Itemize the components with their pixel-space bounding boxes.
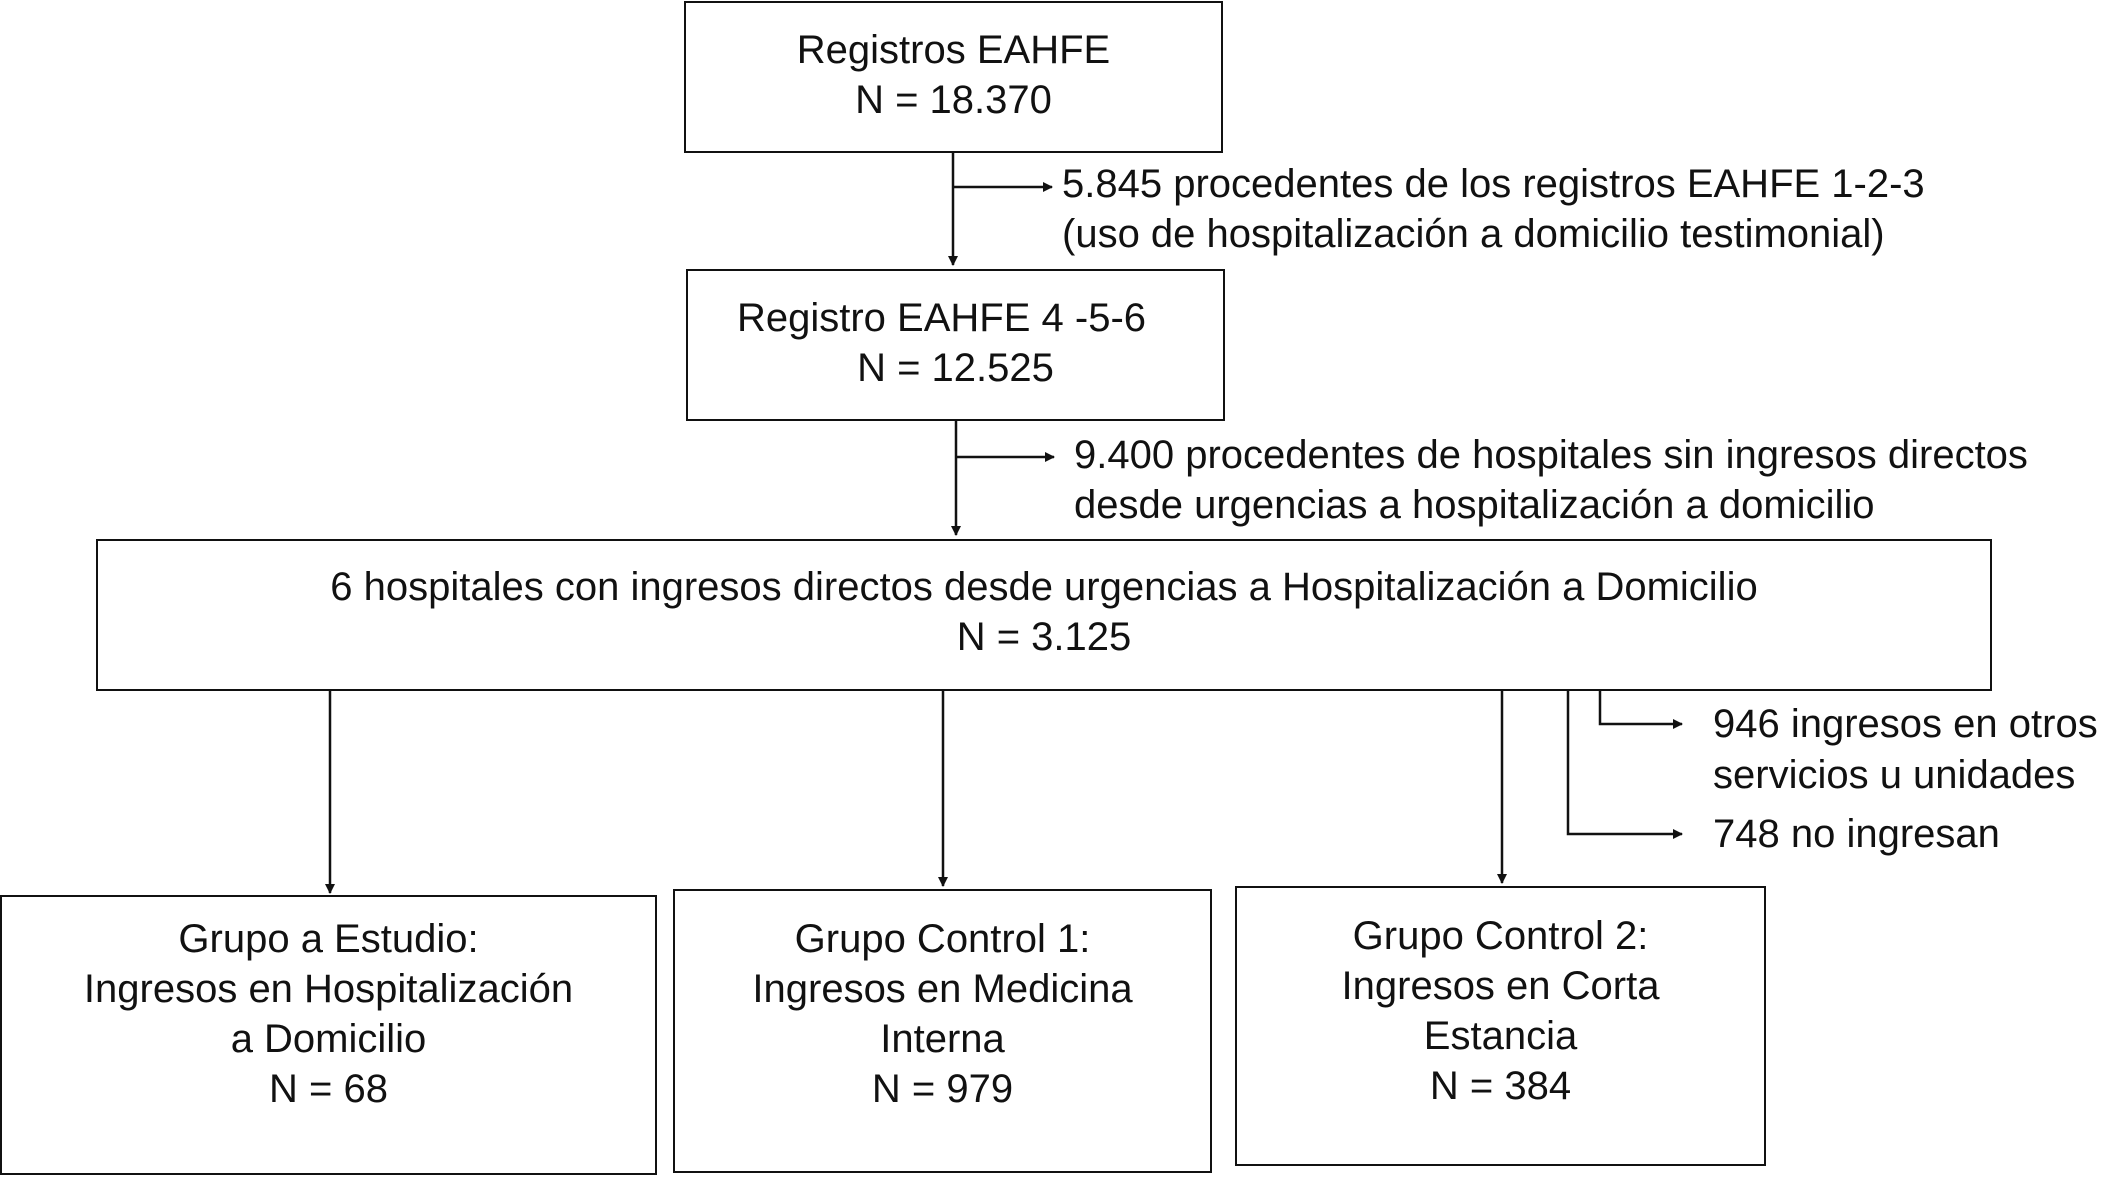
exclusion-note-2-line1: 9.400 procedentes de hospitales sin ingr… bbox=[1074, 433, 2028, 477]
exclusion-note-3-line2: servicios u unidades bbox=[1713, 753, 2076, 797]
grupo-control-2-count: N = 384 bbox=[1429, 1064, 1572, 1108]
arrow-exclusion-3 bbox=[1598, 690, 1683, 729]
grupo-control-1-title: Grupo Control 1: bbox=[794, 917, 1091, 961]
grupo-estudio-line2: Ingresos en Hospitalización bbox=[83, 967, 574, 1011]
grupo-control-2-line2: Ingresos en Corta bbox=[1341, 964, 1660, 1008]
box-registro-eahfe-456-count: N = 12.525 bbox=[857, 346, 1054, 390]
exclusion-note-1: 5.845 procedentes de los registros EAHFE… bbox=[1062, 159, 1925, 259]
grupo-control-2-line3: Estancia bbox=[1423, 1014, 1578, 1058]
box-hospitales-hado-count: N = 3.125 bbox=[956, 615, 1132, 659]
exclusion-note-1-line2: (uso de hospitalización a domicilio test… bbox=[1062, 212, 1885, 256]
box-registros-eahfe-count: N = 18.370 bbox=[855, 78, 1052, 122]
grupo-control-1-line3: Interna bbox=[880, 1017, 1005, 1061]
box-grupo-control-2: Grupo Control 2: Ingresos en Corta Estan… bbox=[1235, 886, 1766, 1166]
exclusion-note-1-line1: 5.845 procedentes de los registros EAHFE… bbox=[1062, 162, 1925, 206]
grupo-control-1-count: N = 979 bbox=[871, 1067, 1014, 1111]
box-registros-eahfe: Registros EAHFE N = 18.370 bbox=[684, 1, 1223, 153]
grupo-control-2-title: Grupo Control 2: bbox=[1352, 914, 1649, 958]
box-registros-eahfe-title: Registros EAHFE bbox=[796, 28, 1111, 72]
exclusion-note-2-line2: desde urgencias a hospitalización a domi… bbox=[1074, 483, 1875, 527]
box-registro-eahfe-456: Registro EAHFE 4 -5-6 N = 12.525 bbox=[686, 269, 1225, 421]
box-registro-eahfe-456-title: Registro EAHFE 4 -5-6 bbox=[736, 296, 1147, 340]
box-hospitales-hado-title: 6 hospitales con ingresos directos desde… bbox=[330, 565, 1758, 609]
grupo-control-1-line2: Ingresos en Medicina bbox=[752, 967, 1133, 1011]
grupo-estudio-title: Grupo a Estudio: bbox=[178, 917, 479, 961]
exclusion-note-2: 9.400 procedentes de hospitales sin ingr… bbox=[1074, 430, 2028, 530]
box-grupo-control-1: Grupo Control 1: Ingresos en Medicina In… bbox=[673, 889, 1212, 1173]
exclusion-note-3-line1: 946 ingresos en otros bbox=[1713, 702, 2098, 746]
exclusion-note-4: 748 no ingresan bbox=[1713, 809, 2000, 859]
grupo-estudio-line3: a Domicilio bbox=[230, 1017, 427, 1061]
grupo-estudio-count: N = 68 bbox=[269, 1067, 388, 1111]
exclusion-note-3: 946 ingresos en otros servicios u unidad… bbox=[1713, 699, 2098, 801]
arrow-exclusion-4 bbox=[1566, 690, 1683, 839]
box-grupo-estudio: Grupo a Estudio: Ingresos en Hospitaliza… bbox=[0, 895, 657, 1175]
exclusion-note-4-line1: 748 no ingresan bbox=[1713, 812, 2000, 856]
box-hospitales-hado: 6 hospitales con ingresos directos desde… bbox=[96, 539, 1992, 691]
